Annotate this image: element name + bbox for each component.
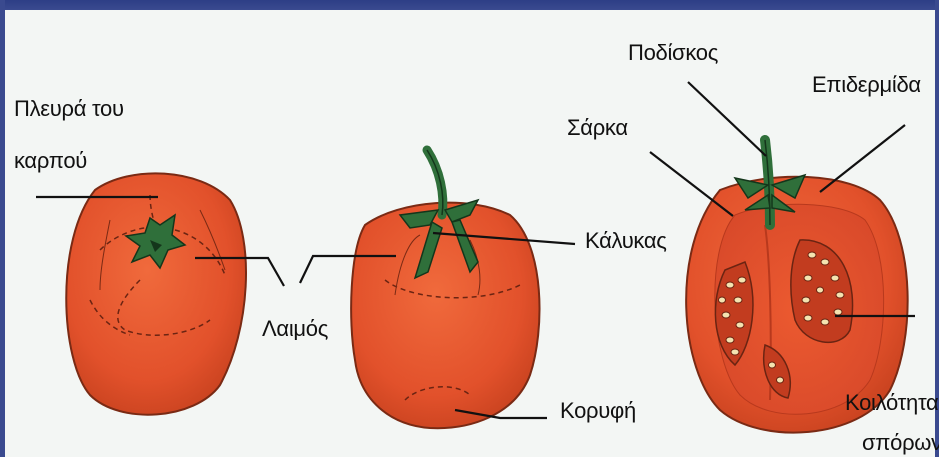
label-epidermida: Επιδερμίδα [812,74,921,96]
label-koilotita-line2: σπόρων [862,432,939,454]
leader-podiskos [688,82,766,156]
label-laimos: Λαιμός [262,318,328,340]
label-pleura-line2: καρπού [14,150,87,172]
leader-epidermida [820,125,905,192]
tomato-side-view [351,150,539,428]
label-podiskos: Ποδίσκος [628,42,718,64]
tomato-top-view [66,173,246,414]
leader-sarka [650,152,733,216]
label-koryfi: Κορυφή [560,400,636,422]
tomato-cross-section [686,140,908,433]
label-kalykas: Κάλυκας [585,230,667,252]
label-pleura-line1: Πλευρά του [14,98,124,120]
label-sarka: Σάρκα [567,117,628,139]
label-koilotita-line1: Κοιλότητα [845,392,938,414]
